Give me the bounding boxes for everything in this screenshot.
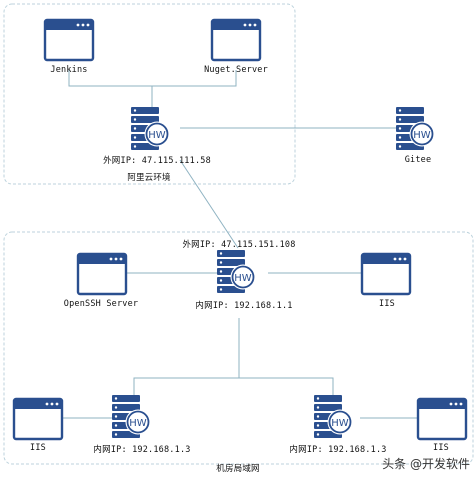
watermark: 头条 @开发软件 <box>382 457 470 471</box>
cloud-server-icon <box>130 106 171 151</box>
iis-left-window-icon <box>12 397 64 441</box>
iis-right-window-icon <box>416 397 468 441</box>
nuget-server-label: Nuget.Server <box>204 65 268 75</box>
jenkins-window-icon <box>43 18 95 62</box>
lan-region-border <box>3 231 474 465</box>
lan-external-ip: 外网IP: 47.115.151.108 <box>182 240 296 250</box>
lan-left-hw-badge: HW <box>129 418 147 429</box>
cloud-server-hw-badge: HW <box>148 130 166 141</box>
cloud-server-ip: 外网IP: 47.115.111.58 <box>103 156 211 166</box>
iis-right-label: IIS <box>433 443 449 453</box>
gitee-hw-badge: HW <box>413 130 431 141</box>
lan-right-hw-badge: HW <box>331 418 349 429</box>
iis-top-label: IIS <box>379 299 395 309</box>
lan-main-ip: 内网IP: 192.168.1.1 <box>195 301 293 311</box>
link-lan-right-branch <box>239 377 334 396</box>
iis-top-window-icon <box>360 252 412 296</box>
gitee-label: Gitee <box>404 155 432 165</box>
lan-left-ip: 内网IP: 192.168.1.3 <box>93 445 191 455</box>
openssh-label: OpenSSH Server <box>63 299 139 309</box>
openssh-window-icon <box>76 252 128 296</box>
cloud-region-border <box>3 3 296 185</box>
lan-main-server-icon <box>216 249 257 294</box>
iis-left-label: IIS <box>30 443 46 453</box>
lan-right-server-icon <box>313 394 354 439</box>
lan-main-hw-badge: HW <box>234 273 252 284</box>
gitee-server-icon <box>395 106 436 151</box>
cloud-region-label: 阿里云环境 <box>127 173 171 183</box>
jenkins-label: Jenkins <box>50 65 88 75</box>
lan-region-label: 机房局域网 <box>216 464 260 474</box>
lan-left-server-icon <box>111 394 152 439</box>
link-lan-branches <box>133 318 240 396</box>
lan-right-ip: 内网IP: 192.168.1.3 <box>289 445 387 455</box>
nuget-window-icon <box>210 18 262 62</box>
link-cloud-lan <box>179 159 239 249</box>
